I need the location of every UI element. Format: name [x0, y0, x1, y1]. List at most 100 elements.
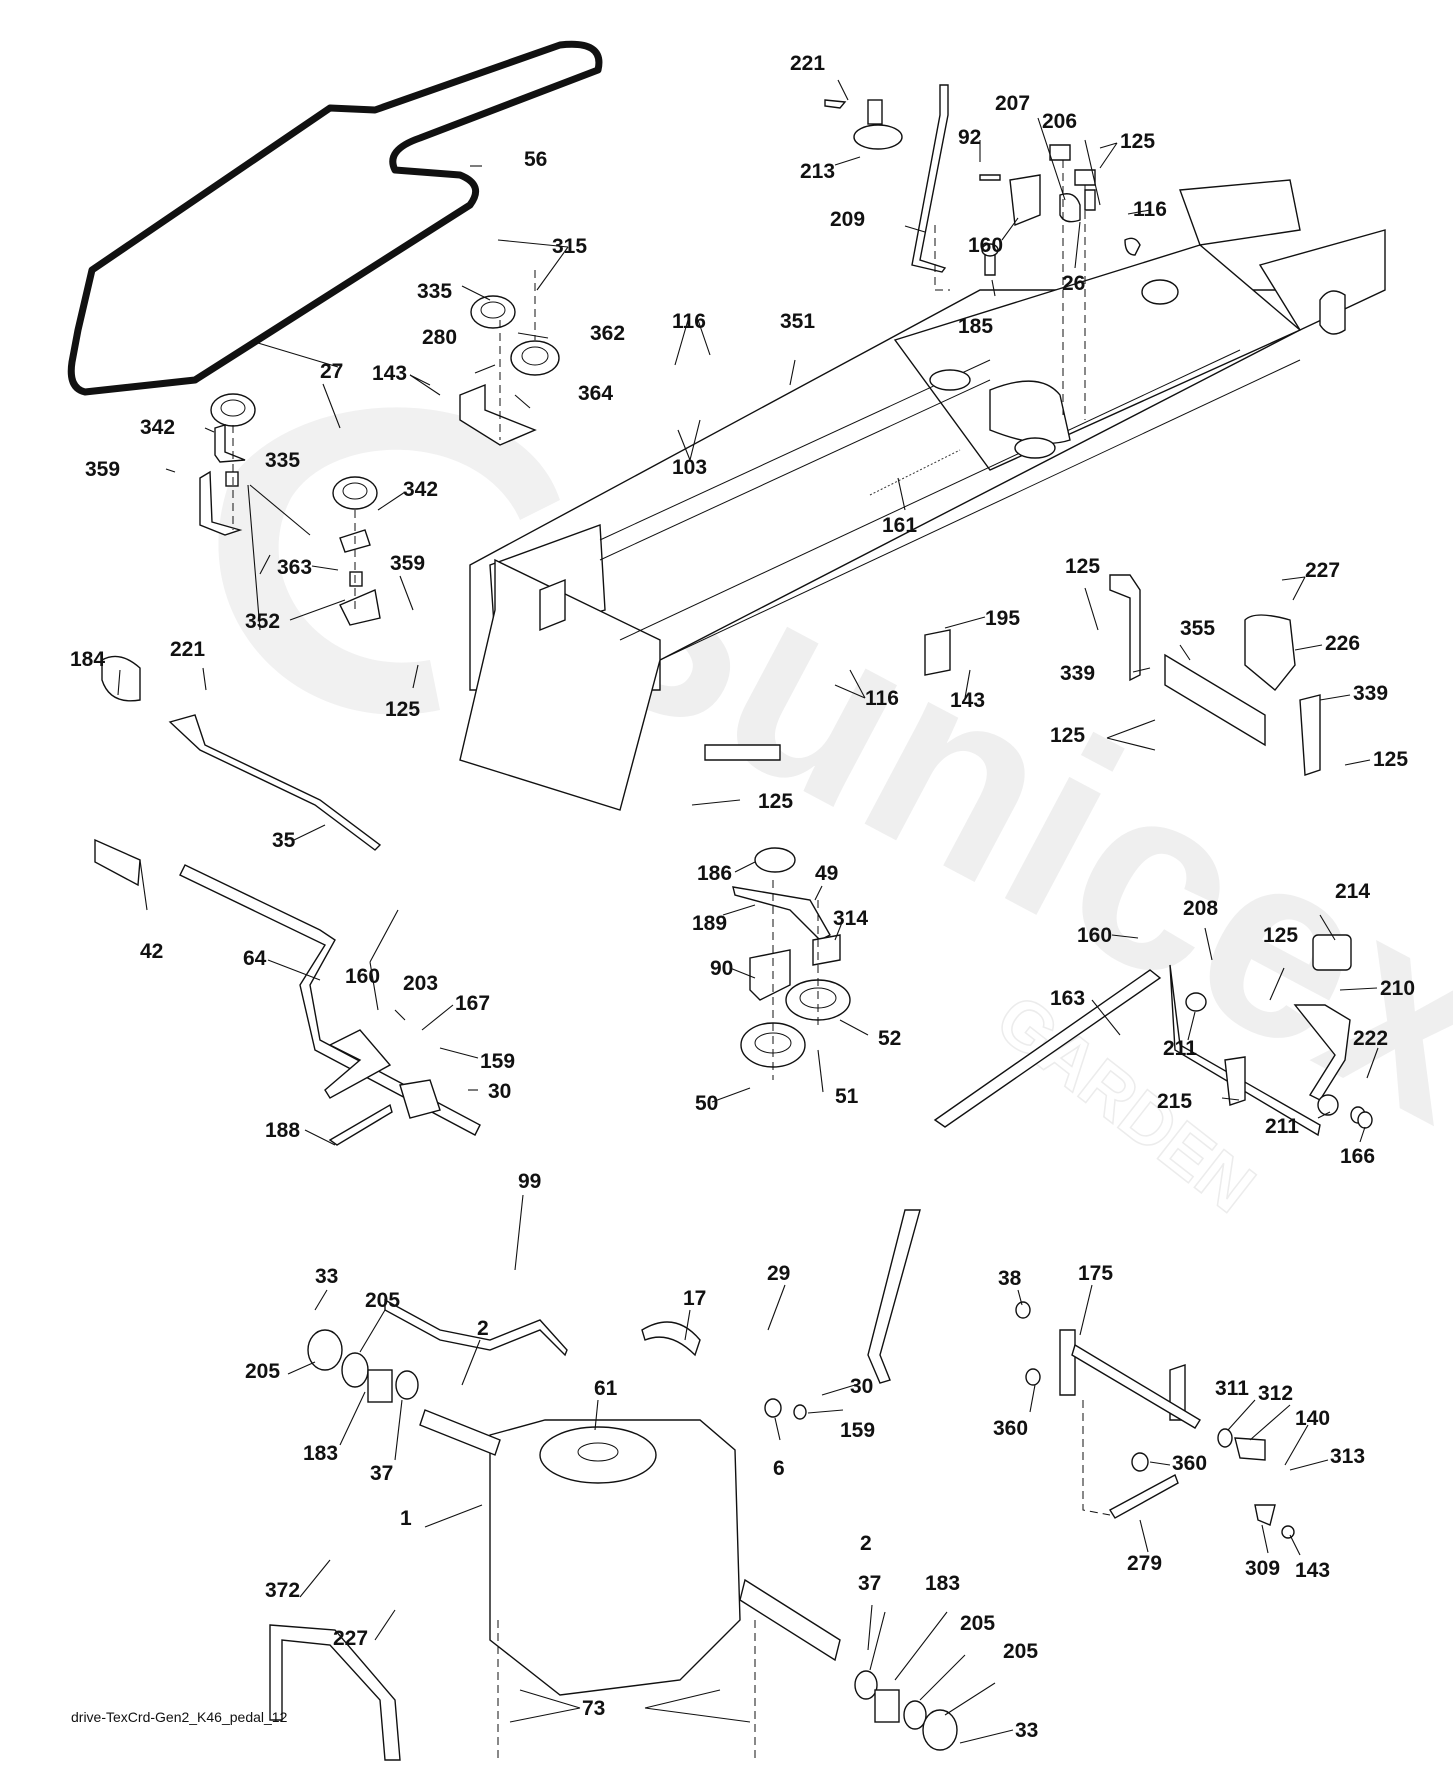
part-label[interactable]: 213	[800, 160, 835, 183]
part-label[interactable]: 33	[315, 1265, 338, 1288]
part-label[interactable]: 33	[1015, 1719, 1038, 1742]
part-label[interactable]: 185	[958, 315, 993, 338]
part-label[interactable]: 211	[1265, 1115, 1299, 1138]
part-label[interactable]: 209	[830, 208, 865, 231]
part-label[interactable]: 6	[773, 1457, 785, 1480]
part-label[interactable]: 342	[403, 478, 438, 501]
part-label[interactable]: 221	[790, 52, 825, 75]
part-label[interactable]: 163	[1050, 987, 1085, 1010]
part-label[interactable]: 99	[518, 1170, 541, 1193]
part-label[interactable]: 125	[1263, 924, 1298, 947]
part-label[interactable]: 56	[524, 148, 547, 171]
part-label[interactable]: 38	[998, 1267, 1022, 1290]
part-label[interactable]: 184	[70, 648, 105, 671]
part-label[interactable]: 2	[860, 1532, 872, 1555]
part-label[interactable]: 186	[697, 862, 732, 885]
part-label[interactable]: 1	[400, 1507, 412, 1530]
part-label[interactable]: 362	[590, 322, 625, 345]
part-label[interactable]: 159	[840, 1419, 875, 1442]
part-label[interactable]: 195	[985, 607, 1020, 630]
part-label[interactable]: 64	[243, 947, 267, 970]
part-label[interactable]: 360	[1172, 1452, 1207, 1475]
part-label[interactable]: 30	[488, 1080, 511, 1103]
part-label[interactable]: 52	[878, 1027, 901, 1050]
part-label[interactable]: 116	[672, 310, 706, 333]
part-label[interactable]: 92	[958, 126, 981, 149]
part-label[interactable]: 311	[1215, 1377, 1249, 1400]
part-label[interactable]: 160	[345, 965, 380, 988]
part-label[interactable]: 159	[480, 1050, 515, 1073]
part-label[interactable]: 166	[1340, 1145, 1375, 1168]
part-label[interactable]: 226	[1325, 632, 1360, 655]
part-label[interactable]: 227	[1305, 559, 1340, 582]
part-label[interactable]: 51	[835, 1085, 859, 1108]
part-label[interactable]: 116	[1133, 198, 1167, 221]
part-label[interactable]: 183	[303, 1442, 338, 1465]
part-label[interactable]: 61	[594, 1377, 618, 1400]
part-label[interactable]: 360	[993, 1417, 1028, 1440]
part-label[interactable]: 29	[767, 1262, 790, 1285]
part-label[interactable]: 160	[1077, 924, 1112, 947]
part-label[interactable]: 143	[372, 362, 407, 385]
part-label[interactable]: 352	[245, 610, 280, 633]
part-label[interactable]: 355	[1180, 617, 1215, 640]
part-label[interactable]: 50	[695, 1092, 718, 1115]
part-label[interactable]: 125	[1120, 130, 1155, 153]
part-label[interactable]: 103	[672, 456, 707, 479]
part-label[interactable]: 359	[85, 458, 120, 481]
part-label[interactable]: 342	[140, 416, 175, 439]
part-label[interactable]: 205	[1003, 1640, 1038, 1663]
part-label[interactable]: 125	[1050, 724, 1085, 747]
part-label[interactable]: 37	[858, 1572, 881, 1595]
part-label[interactable]: 37	[370, 1462, 393, 1485]
part-label[interactable]: 205	[245, 1360, 280, 1383]
part-label[interactable]: 206	[1042, 110, 1077, 133]
part-label[interactable]: 188	[265, 1119, 300, 1142]
part-label[interactable]: 208	[1183, 897, 1218, 920]
part-label[interactable]: 312	[1258, 1382, 1293, 1405]
part-label[interactable]: 280	[422, 326, 457, 349]
part-label[interactable]: 364	[578, 382, 613, 405]
part-label[interactable]: 222	[1353, 1027, 1388, 1050]
part-label[interactable]: 143	[1295, 1559, 1330, 1582]
part-label[interactable]: 125	[758, 790, 793, 813]
part-label[interactable]: 279	[1127, 1552, 1162, 1575]
part-label[interactable]: 211	[1163, 1037, 1197, 1060]
part-label[interactable]: 205	[365, 1289, 400, 1312]
part-label[interactable]: 335	[417, 280, 452, 303]
part-label[interactable]: 27	[320, 360, 343, 383]
part-label[interactable]: 140	[1295, 1407, 1330, 1430]
part-label[interactable]: 116	[865, 687, 899, 710]
part-label[interactable]: 372	[265, 1579, 300, 1602]
part-label[interactable]: 313	[1330, 1445, 1365, 1468]
part-label[interactable]: 17	[683, 1287, 706, 1310]
part-label[interactable]: 161	[882, 514, 917, 537]
part-label[interactable]: 309	[1245, 1557, 1280, 1580]
part-label[interactable]: 42	[140, 940, 163, 963]
part-label[interactable]: 125	[1373, 748, 1408, 771]
part-label[interactable]: 339	[1353, 682, 1388, 705]
part-label[interactable]: 73	[582, 1697, 605, 1720]
part-label[interactable]: 183	[925, 1572, 960, 1595]
part-label[interactable]: 363	[277, 556, 312, 579]
part-label[interactable]: 227	[333, 1627, 368, 1650]
part-label[interactable]: 167	[455, 992, 490, 1015]
part-label[interactable]: 314	[833, 907, 868, 930]
part-label[interactable]: 30	[850, 1375, 873, 1398]
part-label[interactable]: 143	[950, 689, 985, 712]
part-label[interactable]: 214	[1335, 880, 1370, 903]
part-label[interactable]: 125	[385, 698, 420, 721]
part-label[interactable]: 339	[1060, 662, 1095, 685]
part-label[interactable]: 207	[995, 92, 1030, 115]
part-label[interactable]: 35	[272, 829, 296, 852]
part-label[interactable]: 351	[780, 310, 815, 333]
part-label[interactable]: 210	[1380, 977, 1415, 1000]
part-label[interactable]: 125	[1065, 555, 1100, 578]
part-label[interactable]: 189	[692, 912, 727, 935]
part-label[interactable]: 26	[1062, 272, 1085, 295]
part-label[interactable]: 205	[960, 1612, 995, 1635]
part-label[interactable]: 2	[477, 1317, 489, 1340]
part-label[interactable]: 215	[1157, 1090, 1192, 1113]
part-label[interactable]: 335	[265, 449, 300, 472]
part-label[interactable]: 90	[710, 957, 733, 980]
